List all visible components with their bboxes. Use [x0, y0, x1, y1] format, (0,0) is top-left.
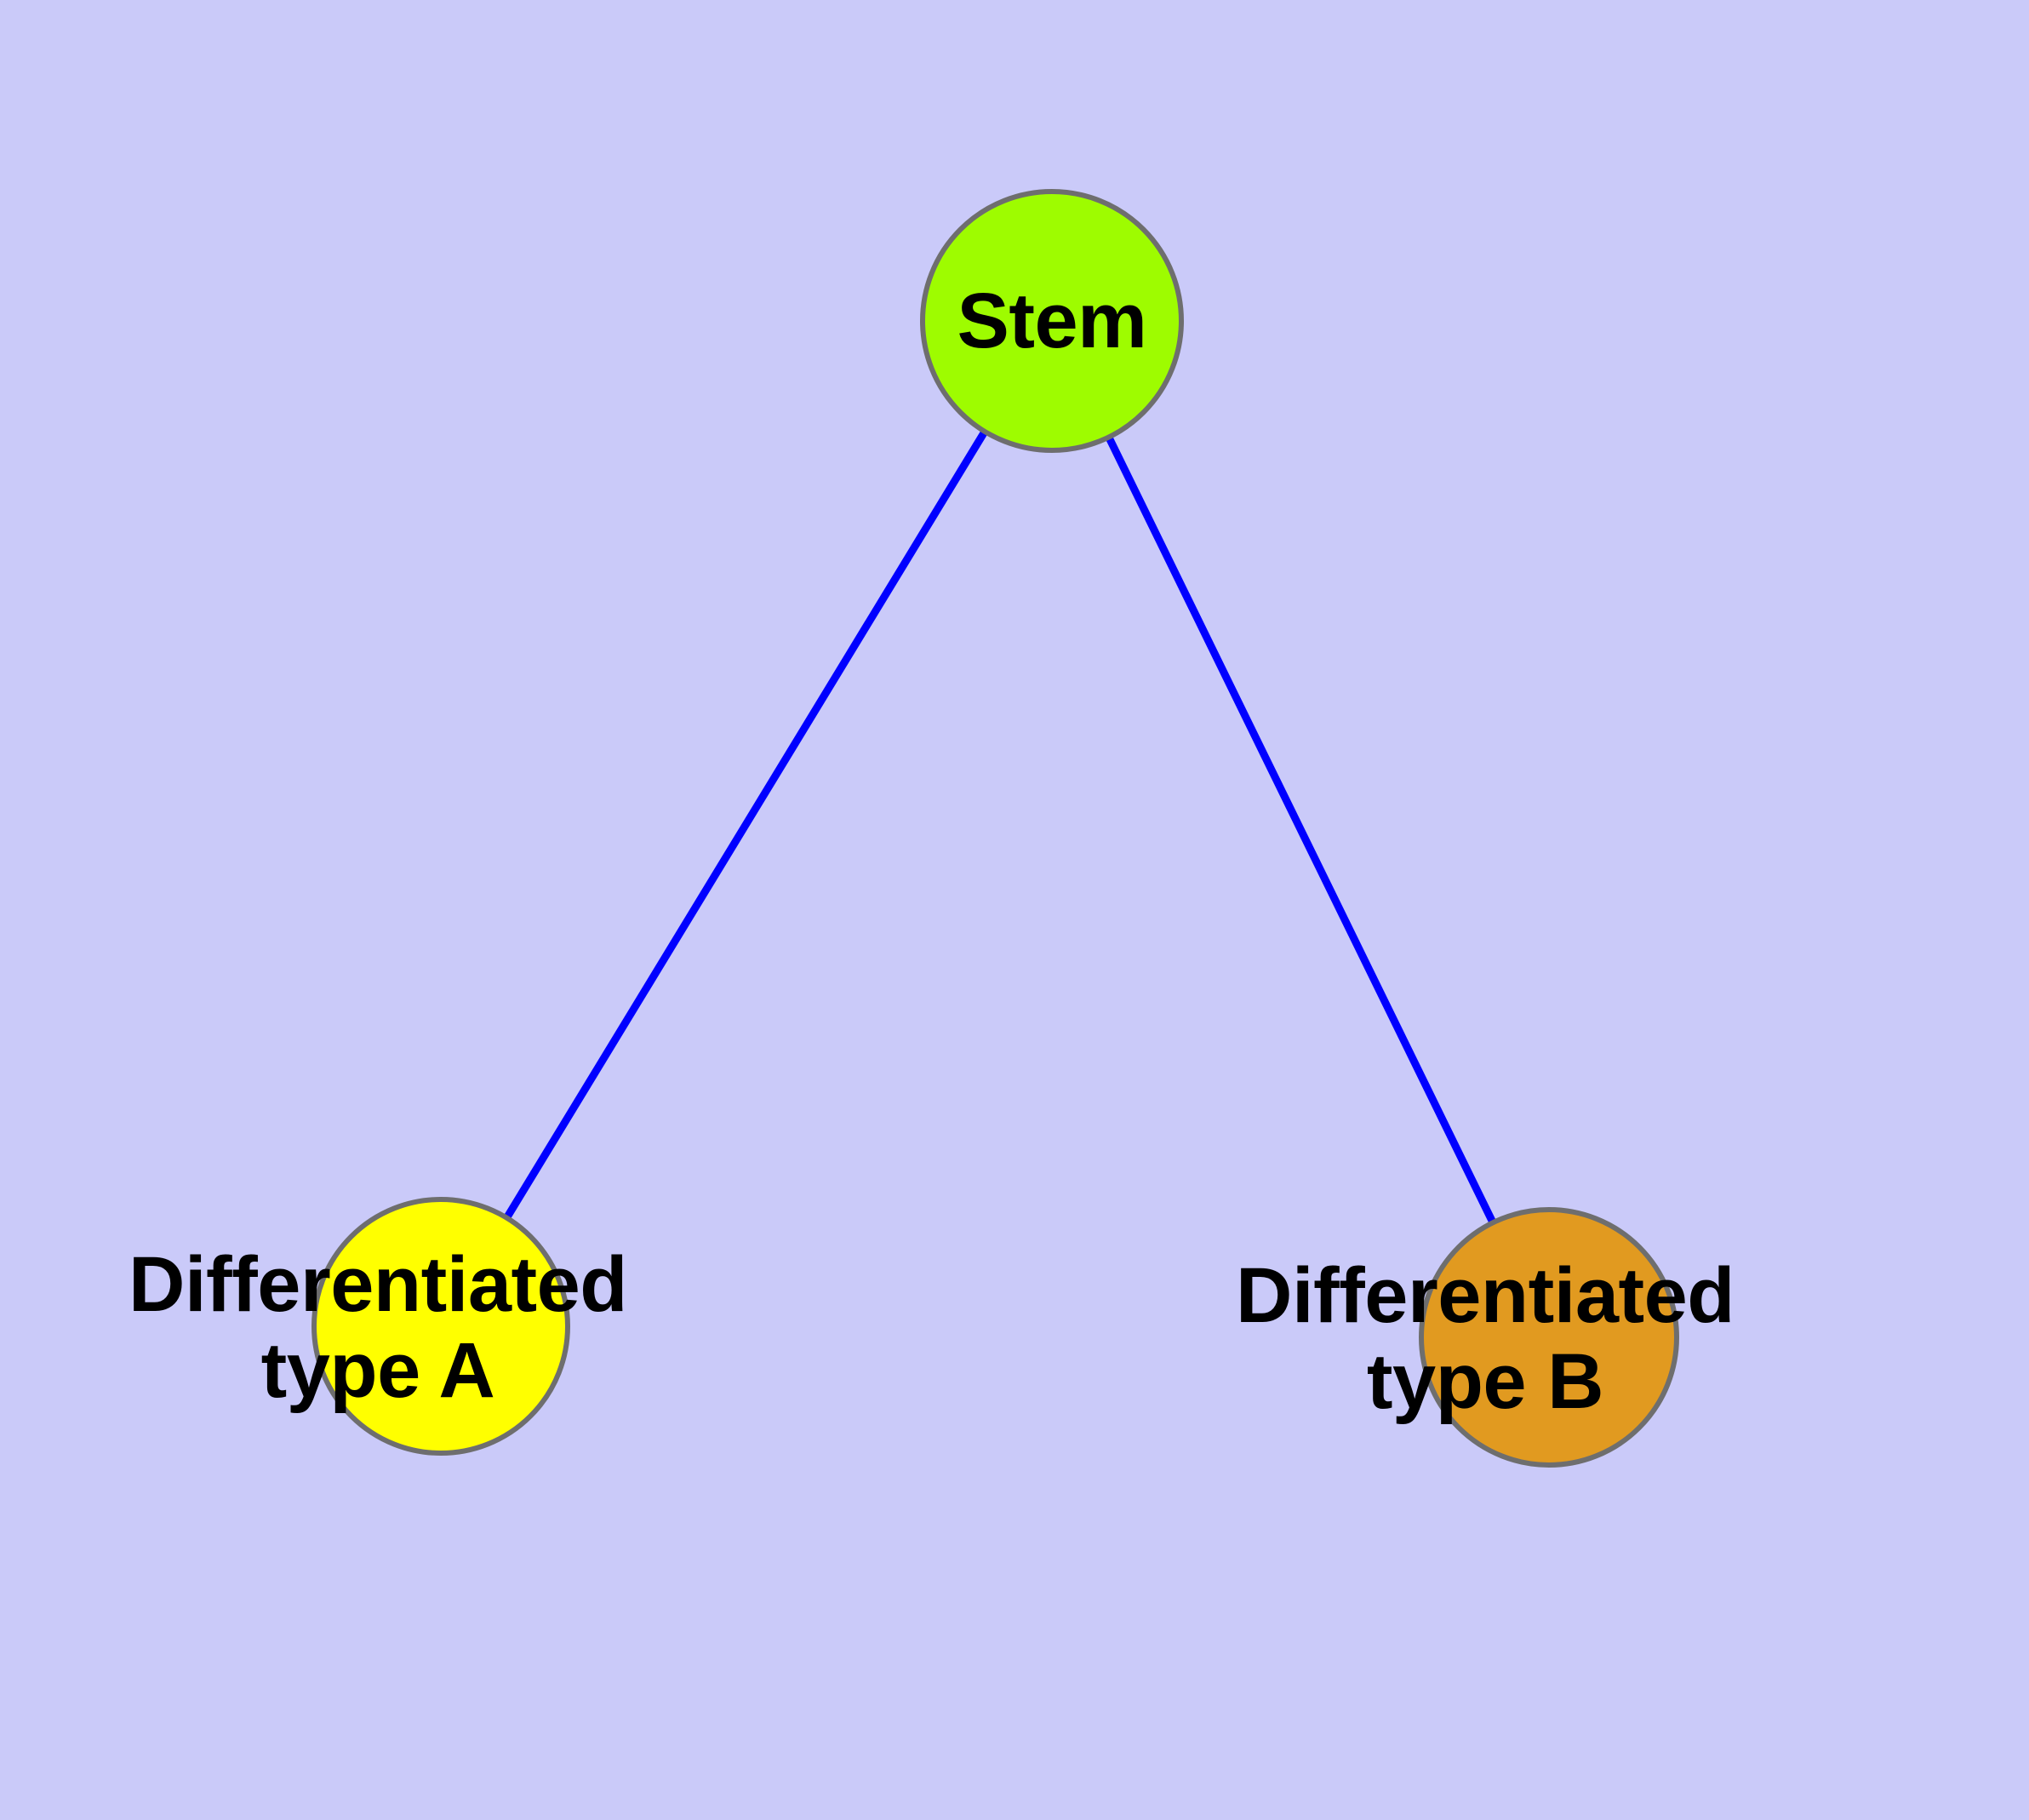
edge-stem-to-differentiated-type-b[interactable] [1048, 319, 1553, 1339]
node-differentiated-type-b[interactable] [1419, 1207, 1679, 1468]
node-stem[interactable] [920, 189, 1184, 453]
edge-stem-to-differentiated-type-a[interactable] [437, 318, 1055, 1329]
node-differentiated-type-a[interactable] [311, 1197, 570, 1456]
